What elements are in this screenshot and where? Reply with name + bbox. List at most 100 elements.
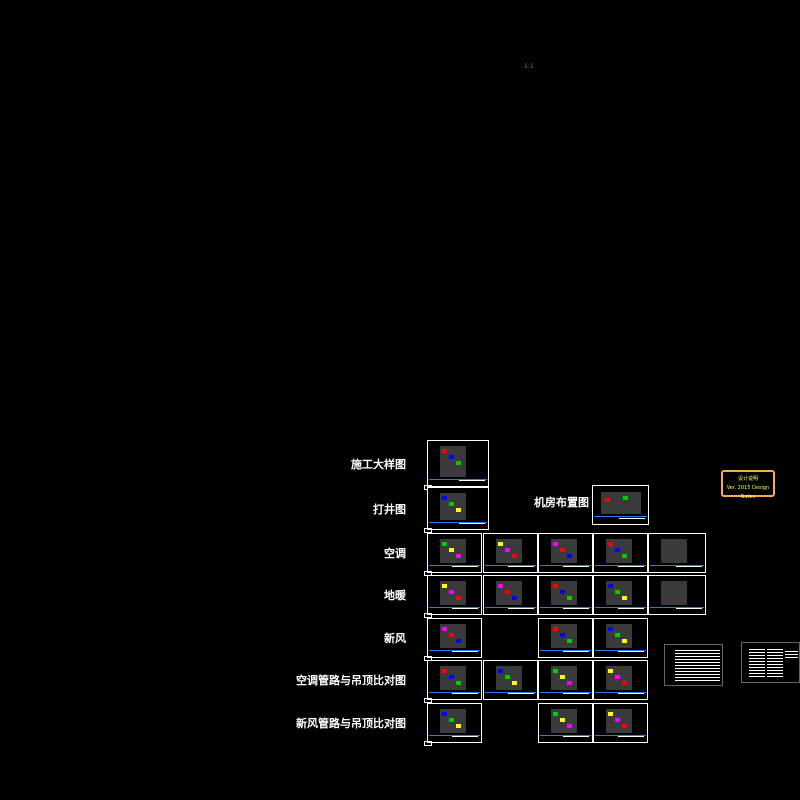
sheet-tab [424,613,432,618]
title-line [429,565,480,566]
materials-table[interactable] [741,642,800,683]
title-line [540,565,591,566]
title-block [676,608,702,612]
drawing-sheet[interactable] [648,533,706,573]
pipe-mark [442,712,447,716]
title-line [595,607,646,608]
title-block [452,693,478,697]
machine-room-label: 机房布置图 [534,496,589,509]
title-line [429,607,480,608]
title-block [452,608,478,612]
title-line [650,565,704,566]
drawing-sheet[interactable] [424,618,482,661]
pipe-mark [622,724,627,728]
drawing-sheet[interactable] [483,533,538,573]
pipe-mark [553,669,558,673]
drawing-sheet[interactable] [483,575,538,615]
pipe-mark [505,548,510,552]
pipe-mark [615,675,620,679]
section-label: 地暖 [384,589,406,602]
drawing-sheet[interactable] [538,533,593,573]
pipe-mark [608,627,613,631]
pipe-mark [622,639,627,643]
pipe-mark [498,669,503,673]
pipe-mark [608,712,613,716]
drawing-sheet[interactable] [483,660,538,700]
drawing-sheet[interactable] [424,660,482,703]
pipe-mark [553,712,558,716]
pipe-mark [615,633,620,637]
title-line [429,692,480,693]
drawing-sheet[interactable] [424,487,489,533]
sheet-tab [424,698,432,703]
pipe-mark [567,724,572,728]
drawing-sheet[interactable] [424,703,482,746]
drawing-sheet[interactable] [538,575,593,615]
drawing-sheet[interactable] [593,618,648,658]
title-block [508,693,534,697]
pipe-mark [608,542,613,546]
title-line [595,565,646,566]
design-note-block[interactable]: 设计说明 Ver. 2015 Design Notes [721,470,775,500]
pipe-mark [553,627,558,631]
drawing-sheet[interactable] [538,618,593,658]
title-line [595,650,646,651]
pipe-mark [512,596,517,600]
drawing-sheet[interactable] [593,533,648,573]
section-label: 新风 [384,632,406,645]
drawing-sheet[interactable] [424,575,482,618]
pipe-mark [456,596,461,600]
title-block [459,523,485,527]
title-block [563,566,589,570]
drawing-sheet[interactable] [593,660,648,700]
section-label: 新风管路与吊顶比对图 [296,717,406,730]
drawing-sheet[interactable] [424,533,482,576]
pipe-mark [505,590,510,594]
pipe-mark [456,639,461,643]
pipe-mark [622,596,627,600]
drawing-sheet[interactable] [538,703,593,743]
title-block [508,608,534,612]
title-line [595,735,646,736]
pipe-mark [608,584,613,588]
pipe-mark [615,718,620,722]
pipe-mark [567,681,572,685]
floor-plan [661,539,687,563]
title-block [618,651,644,655]
title-block [452,566,478,570]
title-line [429,735,480,736]
sheet-tab [424,741,432,746]
title-line [429,522,487,523]
title-block [563,693,589,697]
drawing-sheet[interactable] [648,575,706,615]
title-line [485,565,536,566]
title-block [508,566,534,570]
pipe-mark [615,548,620,552]
pipe-mark [560,548,565,552]
pipe-mark [442,496,447,500]
drawing-sheet[interactable] [424,440,489,490]
pipe-mark [456,724,461,728]
pipe-mark [560,633,565,637]
pipe-mark [560,675,565,679]
legend-table[interactable] [664,644,723,686]
pipe-mark [449,675,454,679]
title-block [618,608,644,612]
pipe-mark [442,542,447,546]
pipe-mark [449,718,454,722]
title-line [429,650,480,651]
machine-room-sheet[interactable] [592,485,649,525]
pipe-mark [567,554,572,558]
drawing-sheet[interactable] [593,575,648,615]
title-line [540,735,591,736]
title-line [540,607,591,608]
pipe-mark [567,596,572,600]
section-label: 施工大样图 [351,457,406,471]
title-block [618,736,644,740]
drawing-sheet[interactable] [538,660,593,700]
drawing-sheet[interactable] [593,703,648,743]
title-block [676,566,702,570]
title-block [452,736,478,740]
pipe-mark [512,681,517,685]
